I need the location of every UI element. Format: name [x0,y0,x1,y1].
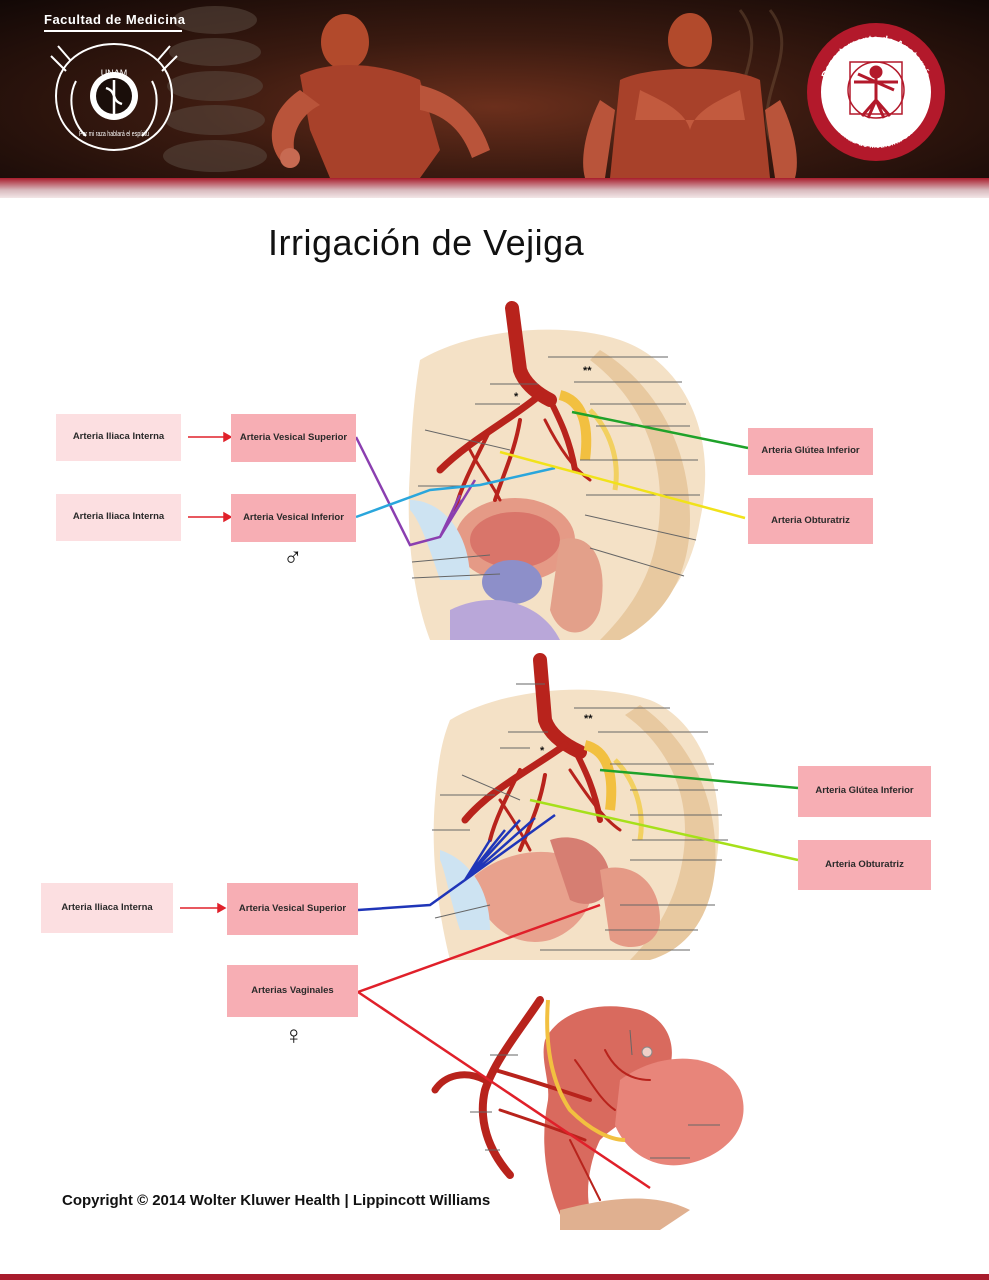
figure-mark-single-star: * [514,391,519,403]
female-symbol: ♀ [284,1020,304,1051]
male-origin-box-2: Arteria Iliaca Interna [56,494,181,541]
male-pelvis-illustration: ** * [409,308,706,640]
female-origin-box: Arteria Iliaca Interna [41,883,173,933]
male-artery-box-vesical-inferior: Arteria Vesical Inferior [231,494,356,542]
male-artery-box-obturatriz: Arteria Obturatriz [748,498,873,544]
male-artery-box-glutea-inferior: Arteria Glútea Inferior [748,428,873,475]
figure-mark-single-star-female: * [540,745,545,757]
figure-mark-double-star: ** [583,365,592,377]
copyright-text: Copyright © 2014 Wolter Kluwer Health | … [62,1192,490,1209]
male-artery-box-vesical-superior: Arteria Vesical Superior [231,414,356,462]
male-origin-box-1: Arteria Iliaca Interna [56,414,181,461]
female-artery-box-glutea-inferior: Arteria Glútea Inferior [798,766,931,817]
figure-mark-double-star-female: ** [584,713,593,725]
male-symbol: ♂ [283,542,303,573]
female-artery-box-obturatriz: Arteria Obturatriz [798,840,931,890]
origin-arrows [180,433,231,912]
footer-line [0,1274,989,1280]
female-artery-box-vaginales: Arterias Vaginales [227,965,358,1017]
female-artery-box-vesical-superior: Arteria Vesical Superior [227,883,358,935]
